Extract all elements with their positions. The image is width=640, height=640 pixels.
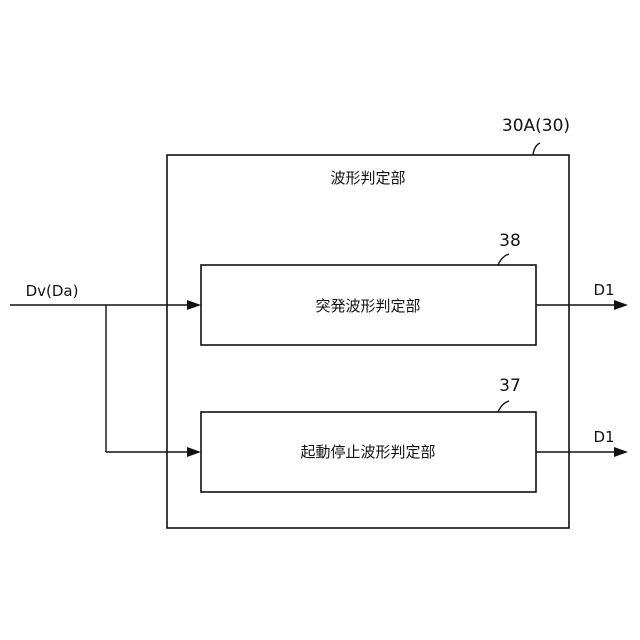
input-signal-label: Dv(Da) xyxy=(26,282,79,300)
outer-block-ref: 30A(30) xyxy=(502,116,570,136)
outer-block-frame xyxy=(167,155,569,528)
block-38-output-label: D1 xyxy=(593,281,614,299)
block-37-output-label: D1 xyxy=(593,428,614,446)
block-37-ref: 37 xyxy=(499,376,521,396)
input-arrowhead-block-37 xyxy=(187,447,201,457)
outer-block-leader-line xyxy=(533,143,540,155)
outer-block-title: 波形判定部 xyxy=(330,169,405,187)
block-38-title: 突発波形判定部 xyxy=(315,297,420,315)
block-37-output-arrowhead xyxy=(614,447,628,457)
block-38-ref: 38 xyxy=(499,231,521,251)
block-38-leader-line xyxy=(498,254,509,265)
input-arrowhead-block-38 xyxy=(187,300,201,310)
block-37-leader-line xyxy=(498,401,509,412)
block-38-output-arrowhead xyxy=(614,300,628,310)
block-37-title: 起動停止波形判定部 xyxy=(300,443,435,461)
